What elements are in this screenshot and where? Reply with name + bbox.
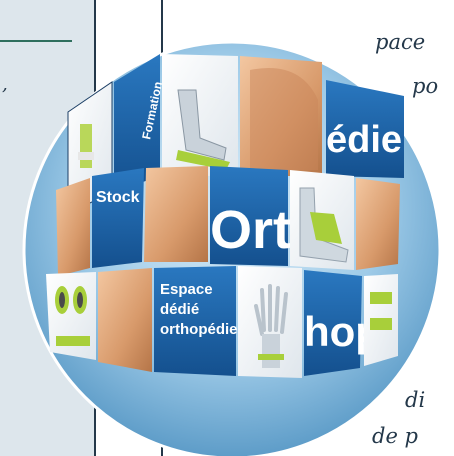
espace-label-line2: dédié <box>160 301 199 318</box>
tile-insoles <box>46 272 96 360</box>
espace-label-line3: orthopédie <box>160 321 238 338</box>
tile-ankle-brace <box>290 170 354 270</box>
tile-ort: Ort <box>210 166 291 266</box>
tile-arm-skin <box>98 268 152 372</box>
tile-foot-xray <box>162 54 238 176</box>
body-text-fragment-3: di <box>405 388 426 412</box>
espace-label-line1: Espace <box>160 281 213 298</box>
tile-edie: édie <box>326 80 404 178</box>
tile-shoulder-skin <box>240 56 322 176</box>
body-text-fragment-2: po <box>412 74 439 98</box>
tile-skin-right <box>356 178 400 270</box>
sidebar-text-fragment: , <box>2 74 8 95</box>
edie-label: édie <box>326 119 402 161</box>
sidebar-rule <box>0 40 72 42</box>
body-text-fragment-4: de p <box>372 424 418 448</box>
tile-brace-right <box>364 274 398 366</box>
tile-hand-xray <box>238 266 302 378</box>
tile-stock: Stock <box>92 168 144 268</box>
tile-chest-skin <box>144 166 208 262</box>
ort-label: Ort <box>210 200 291 260</box>
body-text-fragment-1: pace <box>375 30 426 54</box>
stock-label: Stock <box>96 189 140 206</box>
tile-espace: Espace dédié orthopédie <box>154 266 238 376</box>
tile-skin-left <box>56 178 90 276</box>
